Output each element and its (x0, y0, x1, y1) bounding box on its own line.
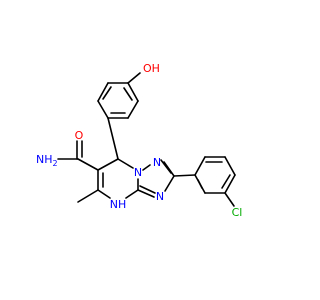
bond (197, 179, 203, 189)
structure-svg: OH O NH2 N N N NH Cl (36, 62, 242, 219)
bond (221, 174, 231, 189)
bonds (57, 72, 236, 207)
bond (224, 174, 236, 194)
molecule-diagram: OH O NH2 N N N NH Cl (36, 62, 242, 219)
atom-label-nh2: NH2 (36, 153, 58, 168)
bond (160, 159, 172, 174)
bond (123, 87, 133, 101)
bond (127, 100, 139, 119)
atom-label-n-bridge: N (134, 166, 142, 179)
bond (97, 189, 111, 199)
atom-label-nh2-main: NH (36, 153, 53, 166)
atom-label-cl: Cl (232, 206, 243, 219)
bond (77, 158, 99, 171)
bond (97, 100, 109, 119)
atom-label-o: O (75, 129, 84, 142)
bond (97, 158, 119, 171)
atom-label-n-triazole-bottom: N (156, 190, 164, 203)
bond (194, 156, 206, 176)
bond (137, 189, 155, 198)
bond (77, 189, 99, 203)
bond (142, 164, 151, 171)
atom-label-n-triazole-top: N (153, 156, 161, 169)
bond (139, 185, 156, 194)
bond (127, 82, 139, 102)
bond (224, 192, 235, 207)
bond (173, 174, 196, 177)
bond (224, 156, 236, 176)
bond (102, 86, 112, 100)
atom-label-nh: NH (110, 198, 127, 211)
atom-labels: OH O NH2 N N N NH Cl (36, 62, 242, 219)
bond (127, 72, 141, 84)
bond (163, 161, 175, 177)
atom-label-oh: OH (143, 62, 160, 75)
bond (125, 189, 139, 199)
bond (164, 175, 175, 192)
bond (97, 82, 109, 102)
bond (117, 158, 134, 169)
atom-label-nh2-sub: 2 (53, 159, 58, 168)
bond (107, 117, 119, 160)
